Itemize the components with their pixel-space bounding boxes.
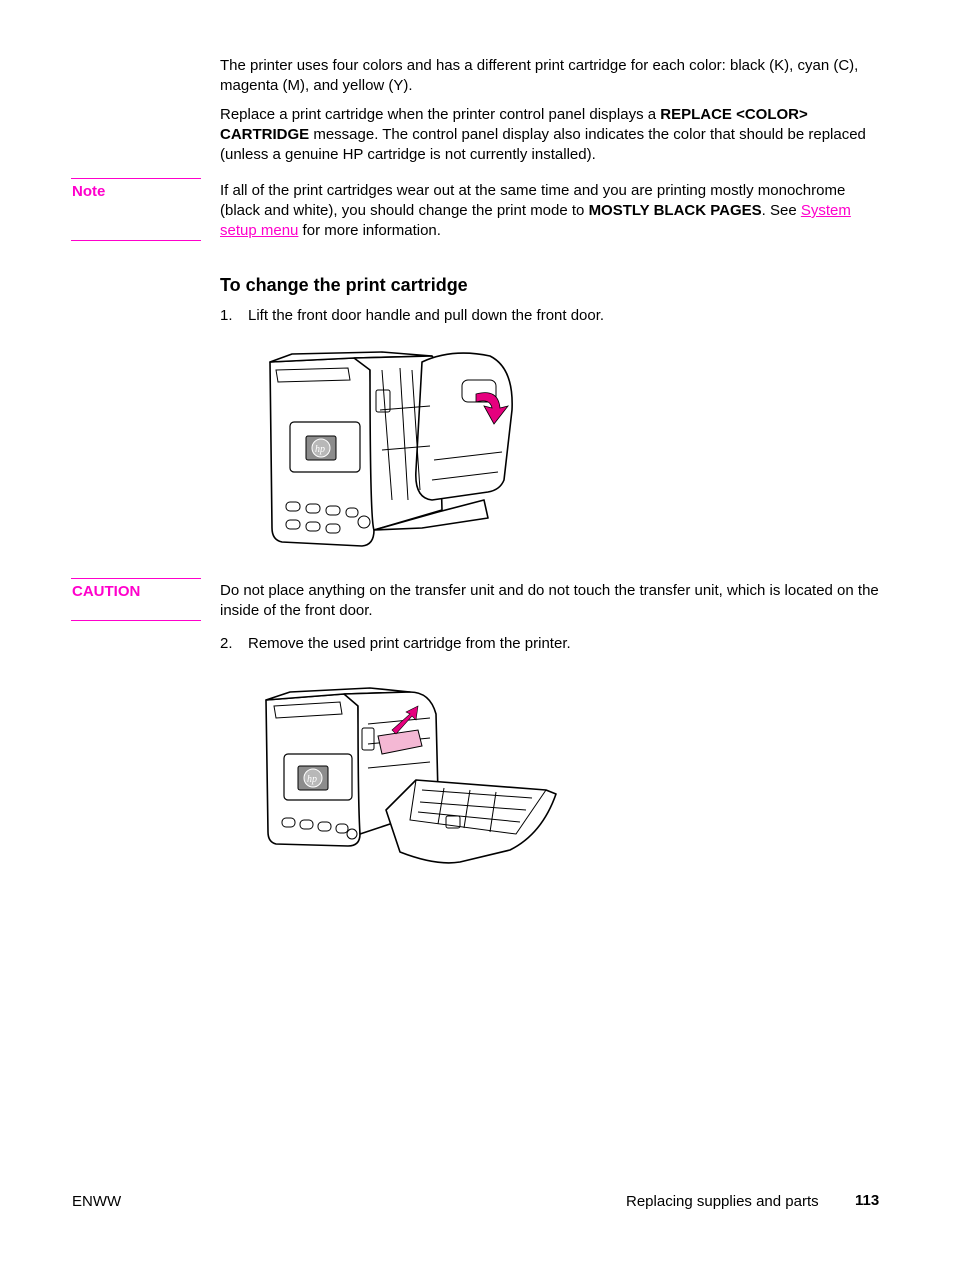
footer-section: Replacing supplies and parts: [626, 1193, 819, 1210]
svg-text:hp: hp: [307, 774, 317, 785]
page-number: 113: [855, 1192, 880, 1209]
note-label: Note: [72, 183, 106, 200]
printer-door-open-illustration: hp: [269, 351, 513, 547]
remove-cartridge-illustration: hp: [265, 687, 557, 864]
system-setup-menu-link[interactable]: System setup menu: [220, 202, 851, 239]
svg-text:hp: hp: [315, 444, 325, 455]
note-bottom-rule: [71, 240, 201, 241]
caution-bottom-rule: [71, 620, 201, 621]
step-2: 2.Remove the used print cartridge from t…: [220, 635, 571, 652]
footer-left: ENWW: [72, 1193, 122, 1210]
note-top-rule: [71, 178, 201, 179]
caution-top-rule: [71, 578, 201, 579]
caution-text: Do not place anything on the transfer un…: [220, 582, 879, 619]
replace-message: REPLACE <COLOR> CARTRIDGE: [220, 106, 808, 143]
intro-paragraph: The printer uses four colors and has a d…: [220, 57, 859, 94]
caution-label: CAUTION: [72, 583, 141, 600]
note-text: If all of the print cartridges wear out …: [220, 182, 851, 239]
step-1: 1.Lift the front door handle and pull do…: [220, 307, 605, 324]
procedure-heading: To change the print cartridge: [220, 275, 468, 295]
print-mode-name: MOSTLY BLACK PAGES: [588, 202, 762, 219]
replace-paragraph: Replace a print cartridge when the print…: [220, 106, 866, 163]
